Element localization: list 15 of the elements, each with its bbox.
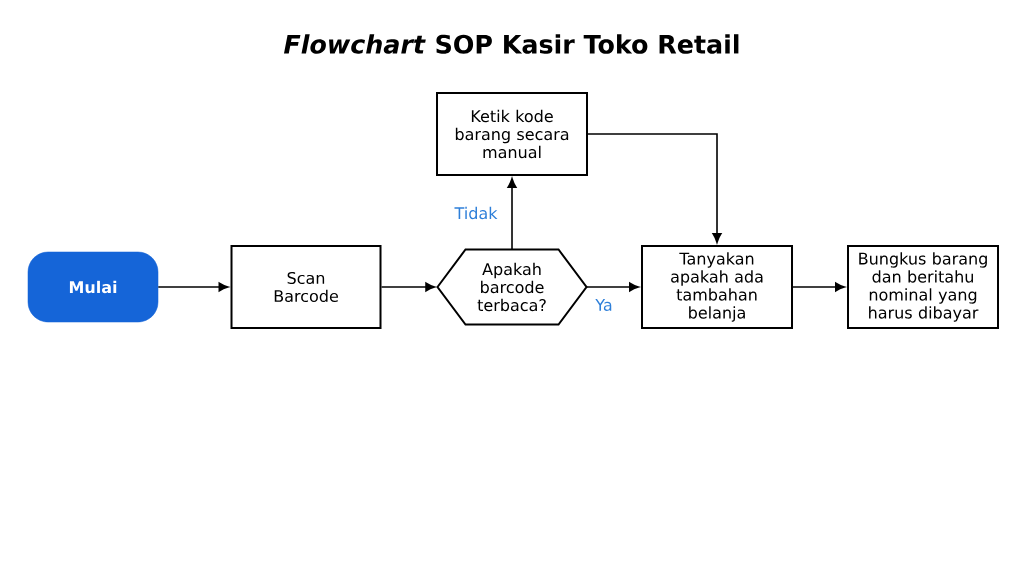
process-box: Ketik kode barang secara manual: [436, 92, 588, 176]
arrow: [587, 133, 722, 243]
decision-hexagon: Apakah barcode terbaca?: [436, 248, 588, 326]
start-terminal: Mulai: [27, 251, 159, 323]
arrow: [380, 282, 436, 292]
arrow: [792, 282, 845, 292]
process-box: Bungkus barang dan beritahu nominal yang harus dibayar: [847, 245, 999, 329]
edge-label: Ya: [594, 297, 615, 313]
arrow: [586, 282, 639, 292]
edge-label: Tidak: [453, 205, 499, 221]
process-box: Tanyakan apakah ada tambahan belanja: [641, 245, 793, 329]
title: Flowchart SOP Kasir Toko Retail: [284, 34, 739, 54]
arrow: [507, 178, 517, 251]
arrow: [157, 282, 229, 292]
process-box: Scan Barcode: [230, 245, 382, 329]
